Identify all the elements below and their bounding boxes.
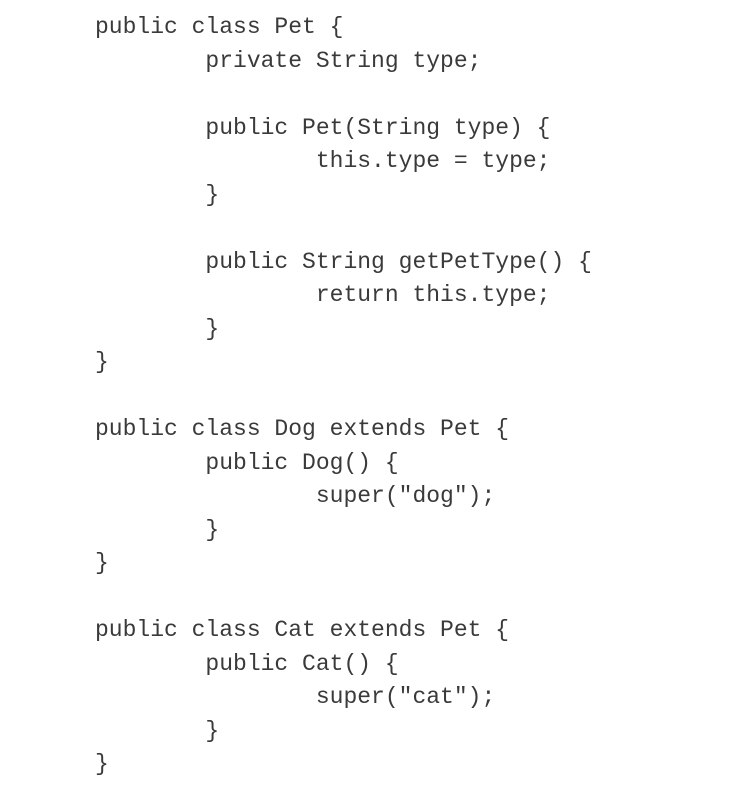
- code-line-pet-constructor: public Pet(String type) {: [95, 114, 551, 141]
- code-line-dog-super-call: super("dog");: [95, 483, 496, 509]
- code-line-type-assignment: this.type = type;: [95, 148, 551, 174]
- code-line-closing-brace: }: [95, 717, 220, 744]
- code-line-dog-class-close: }: [95, 550, 109, 576]
- code-line-dog-constructor: public Dog() {: [95, 449, 399, 476]
- code-line-cat-constructor: public Cat() {: [95, 650, 399, 677]
- code-line-dog-class-declaration: public class Dog extends Pet {: [95, 416, 510, 442]
- code-line-blank: [95, 78, 592, 112]
- code-line-get-pet-type-method: public String getPetType() {: [95, 248, 592, 275]
- code-line-blank: [95, 380, 592, 414]
- code-line-blank: [95, 581, 592, 615]
- code-line-cat-class-close: }: [95, 751, 109, 777]
- code-line-closing-brace: }: [95, 181, 220, 208]
- code-line-pet-class-close: }: [95, 349, 109, 375]
- code-line-closing-brace: }: [95, 315, 220, 342]
- code-block: public class Pet { private String type; …: [95, 11, 592, 782]
- code-line-return-type: return this.type;: [95, 282, 551, 308]
- code-line-type-field: private String type;: [95, 47, 482, 74]
- code-line-cat-class-declaration: public class Cat extends Pet {: [95, 617, 510, 643]
- code-line-blank: [95, 212, 592, 246]
- code-line-cat-super-call: super("cat");: [95, 684, 496, 710]
- code-line-pet-class-declaration: public class Pet {: [95, 14, 344, 40]
- code-line-closing-brace: }: [95, 516, 220, 543]
